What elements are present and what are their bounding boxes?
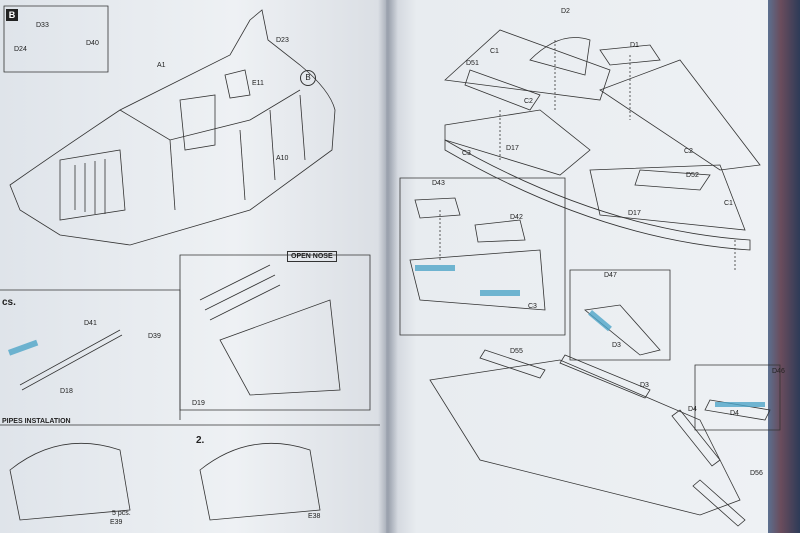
part-d43 [414, 197, 461, 219]
part-d47 [584, 304, 661, 356]
label-d2: D2 [561, 8, 570, 15]
label-d4-a: D4 [688, 406, 697, 413]
label-d17-a: D17 [506, 145, 519, 152]
label-e39: E39 [110, 519, 123, 526]
wing-c1-right [589, 164, 746, 231]
wing-lower-surface [429, 359, 741, 516]
label-d3-a: D3 [612, 342, 621, 349]
label-c2-right: C2 [684, 148, 693, 155]
open-nose-assembly [219, 299, 341, 396]
book-gutter [378, 0, 398, 533]
part-d51 [464, 69, 541, 111]
label-c2-left: C2 [524, 98, 533, 105]
part-d2 [529, 37, 591, 76]
wing-c2-right [599, 59, 761, 171]
pe-part-4 [588, 310, 612, 332]
label-d19: D19 [192, 400, 205, 407]
label-d17-b: D17 [628, 210, 641, 217]
section-b-marker: B [6, 9, 18, 21]
part-d3 [559, 354, 651, 399]
label-c1-right: C1 [724, 200, 733, 207]
pe-part-2 [415, 265, 455, 271]
label-c3-box: C3 [528, 303, 537, 310]
label-d56: D56 [750, 470, 763, 477]
engine-pipes-1 [9, 442, 131, 521]
wheel-well-c3 [409, 249, 546, 311]
label-d18: D18 [60, 388, 73, 395]
label-d24: D24 [14, 46, 27, 53]
label-a1: A1 [157, 62, 166, 69]
label-d42: D42 [510, 214, 523, 221]
label-d1: D1 [630, 42, 639, 49]
label-d55: D55 [510, 348, 523, 355]
label-d23: D23 [276, 37, 289, 44]
pe-part-5 [715, 402, 765, 407]
part-d55 [479, 349, 546, 379]
header-pipes-instalation: PIPES INSTALATION [2, 418, 71, 425]
header-cs: cs. [2, 297, 16, 308]
label-d39: D39 [148, 333, 161, 340]
label-d51: D51 [466, 60, 479, 67]
gun-barrel-d41 [19, 329, 123, 391]
part-d4 [671, 409, 721, 467]
part-d1 [599, 44, 661, 66]
label-d40: D40 [86, 40, 99, 47]
label-d33: D33 [36, 22, 49, 29]
label-b-ref: B [300, 70, 316, 86]
part-e11 [224, 69, 251, 99]
label-d43: D43 [432, 180, 445, 187]
open-nose-label: OPEN NOSE [287, 251, 337, 262]
label-d3-b: D3 [640, 382, 649, 389]
part-d56 [692, 479, 746, 527]
wing-c1-upper [444, 29, 611, 101]
label-a10: A10 [276, 155, 289, 162]
engine-block [59, 149, 126, 221]
pe-part-1 [7, 339, 39, 356]
table-edge [768, 0, 800, 533]
label-d47: D47 [604, 272, 617, 279]
fuselage-outline [9, 9, 336, 246]
wing-c3-lower [444, 139, 751, 251]
label-5-pcs: 5 pcs. [112, 510, 131, 517]
cockpit-outline [179, 94, 216, 151]
label-e38: E38 [308, 513, 321, 520]
pe-part-3 [480, 290, 520, 296]
engine-pipes-2 [199, 442, 321, 521]
label-e11: E11 [252, 80, 264, 87]
step-2: 2. [196, 435, 205, 446]
part-d52 [634, 169, 711, 191]
wing-c2-left [444, 109, 591, 176]
label-d4-b: D4 [730, 410, 739, 417]
label-d52: D52 [686, 172, 699, 179]
inset-box-b [3, 5, 109, 73]
label-d46: D46 [772, 368, 785, 375]
label-c1-top: C1 [490, 48, 499, 55]
label-c3-top: C3 [462, 150, 471, 157]
part-d42 [474, 219, 526, 243]
label-d41: D41 [84, 320, 97, 327]
